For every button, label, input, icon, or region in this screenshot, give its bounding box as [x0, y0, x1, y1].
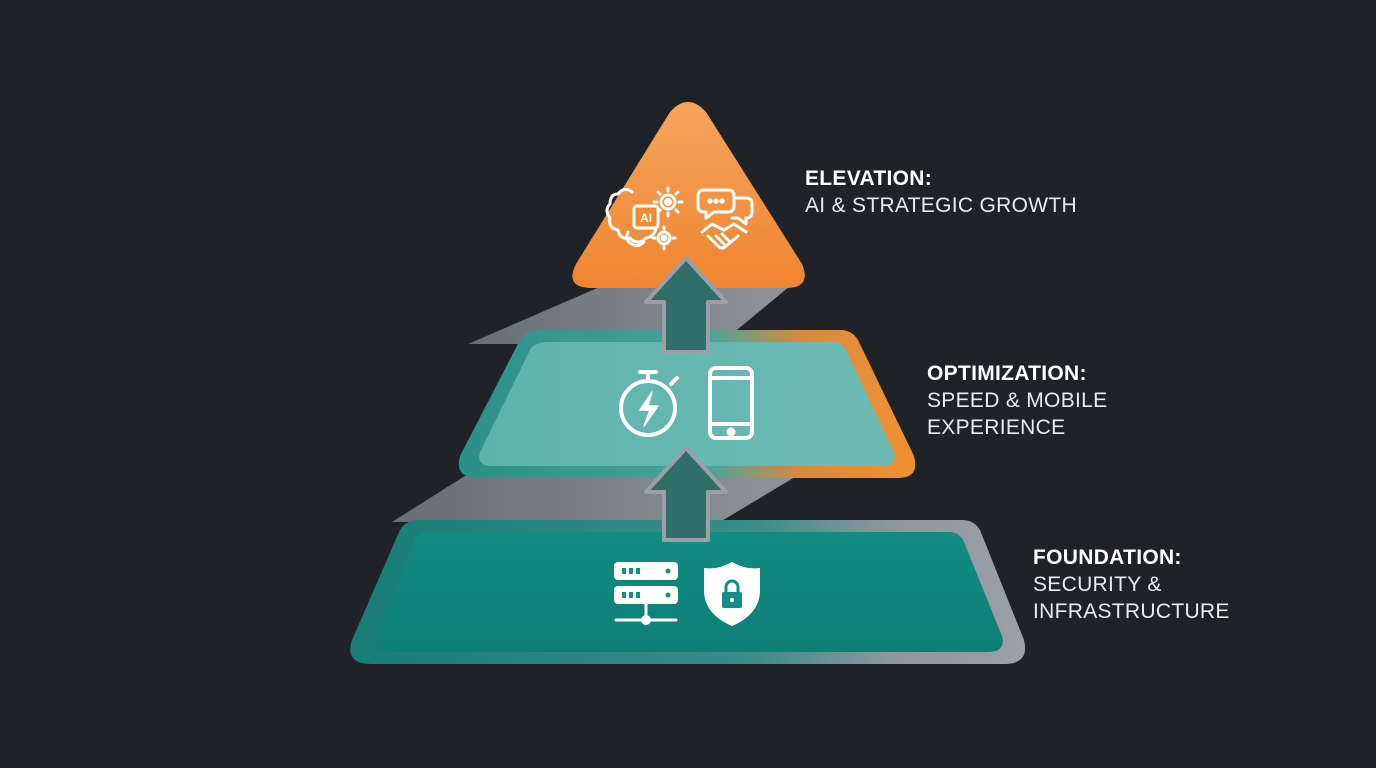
tier-optimization: [458, 330, 916, 478]
label-optimization-title: OPTIMIZATION:: [927, 362, 1087, 385]
label-foundation-line-2: INFRASTRUCTURE: [1033, 600, 1230, 623]
label-foundation-line-1: SECURITY &: [1033, 573, 1162, 596]
smartphone-icon: [708, 366, 754, 440]
ai-brain-gears-icon: AI: [605, 186, 684, 251]
label-elevation: ELEVATION: AI & STRATEGIC GROWTH: [805, 165, 1077, 219]
stopwatch-lightning-icon: [619, 370, 679, 437]
ai-icon-text: AI: [640, 211, 652, 225]
tier-foundation: [350, 520, 1026, 664]
connector-ribbon-lower: [392, 474, 800, 522]
shield-lock-icon: [704, 562, 760, 626]
label-elevation-title: ELEVATION:: [805, 167, 933, 190]
tier-foundation-face: [374, 532, 1003, 652]
label-optimization-line-1: SPEED & MOBILE: [927, 389, 1108, 412]
up-arrow-icon: [644, 446, 728, 542]
label-optimization-line-2: EXPERIENCE: [927, 416, 1066, 439]
label-elevation-line-1: AI & STRATEGIC GROWTH: [805, 194, 1077, 217]
chat-handshake-icon: [696, 188, 754, 250]
label-foundation: FOUNDATION: SECURITY & INFRASTRUCTURE: [1033, 544, 1230, 625]
label-foundation-title: FOUNDATION:: [1033, 546, 1182, 569]
label-optimization: OPTIMIZATION: SPEED & MOBILE EXPERIENCE: [927, 360, 1107, 441]
up-arrow-icon: [644, 256, 728, 354]
tier-optimization-face: [479, 342, 895, 466]
server-network-icon: [614, 562, 678, 625]
